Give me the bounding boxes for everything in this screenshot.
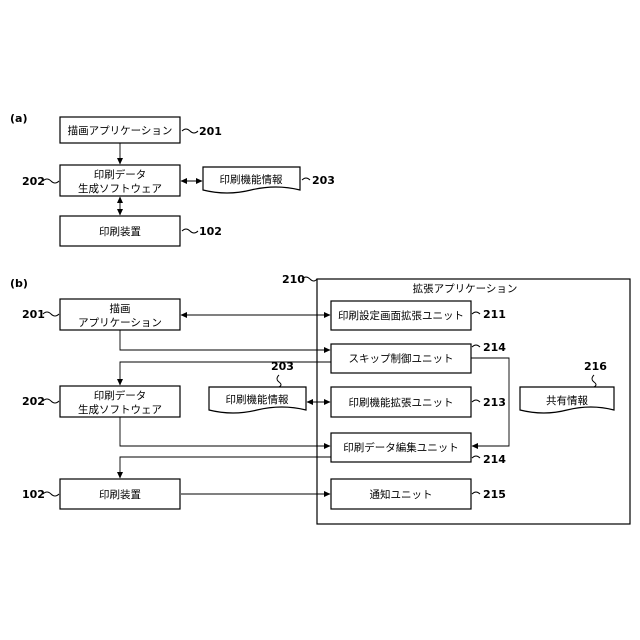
ref-leader-102-a xyxy=(182,229,198,233)
arrow-skip-control-to-202 xyxy=(120,362,331,385)
drawing-app-box-b: 描画 アプリケーション xyxy=(60,299,180,330)
skip-control-unit: スキップ制御ユニット xyxy=(331,344,471,373)
print-settings-ui-extension-unit: 印刷設定画面拡張ユニット xyxy=(331,301,471,330)
ref-215: 215 xyxy=(483,488,506,501)
printer-function-info-label-b: 印刷機能情報 xyxy=(226,393,289,406)
print-data-software-line2-b: 生成ソフトウェア xyxy=(78,403,162,416)
drawing-app-line1-b: 描画 xyxy=(110,302,131,315)
printer-function-info-doc-a: 印刷機能情報 xyxy=(203,167,300,193)
arrow-editing-to-102 xyxy=(120,457,331,478)
print-data-software-line2-a: 生成ソフトウェア xyxy=(78,182,162,195)
extension-app-title: 拡張アプリケーション xyxy=(413,282,518,295)
printer-function-info-doc-b: 印刷機能情報 xyxy=(209,387,306,413)
ref-leader-202-b xyxy=(43,399,59,403)
notification-label: 通知ユニット xyxy=(370,488,433,501)
ref-102-a: 102 xyxy=(199,225,222,238)
ref-202-a: 202 xyxy=(22,175,45,188)
drawing-app-label-a: 描画アプリケーション xyxy=(68,124,173,137)
print-data-software-line1-a: 印刷データ xyxy=(94,168,147,181)
ref-214-skip: 214 xyxy=(483,341,506,354)
skip-control-label: スキップ制御ユニット xyxy=(349,352,454,365)
printing-device-box-a: 印刷装置 xyxy=(60,216,180,246)
print-data-software-line1-b: 印刷データ xyxy=(94,389,147,402)
print-settings-ui-extension-label: 印刷設定画面拡張ユニット xyxy=(338,309,464,322)
shared-info-label: 共有情報 xyxy=(546,394,588,407)
printer-function-extension-label: 印刷機能拡張ユニット xyxy=(349,396,454,409)
print-data-editing-label: 印刷データ編集ユニット xyxy=(343,441,459,454)
drawing-app-box-a: 描画アプリケーション xyxy=(60,117,180,143)
notification-unit: 通知ユニット xyxy=(331,479,471,509)
printer-function-info-label-a: 印刷機能情報 xyxy=(220,173,283,186)
ref-leader-203-a xyxy=(302,178,310,180)
print-data-editing-unit: 印刷データ編集ユニット xyxy=(331,433,471,462)
panel-a-label: (a) xyxy=(10,112,27,125)
ref-216: 216 xyxy=(584,360,607,373)
arrow-202-to-editing xyxy=(120,417,330,446)
printing-device-label-a: 印刷装置 xyxy=(99,225,141,238)
panel-b-label: (b) xyxy=(10,277,28,290)
ref-203-a: 203 xyxy=(312,174,335,187)
ref-leader-201-a xyxy=(182,129,198,133)
ref-leader-201-b xyxy=(43,312,59,316)
ref-102-b: 102 xyxy=(22,488,45,501)
drawing-app-line2-b: アプリケーション xyxy=(78,317,162,329)
ref-202-b: 202 xyxy=(22,395,45,408)
print-data-software-box-a: 印刷データ 生成ソフトウェア xyxy=(60,165,180,196)
printing-device-label-b: 印刷装置 xyxy=(99,488,141,501)
printer-function-extension-unit: 印刷機能拡張ユニット xyxy=(331,387,471,417)
print-data-software-box-b: 印刷データ 生成ソフトウェア xyxy=(60,386,180,417)
ref-211: 211 xyxy=(483,308,506,321)
ref-210: 210 xyxy=(282,273,305,286)
ref-201-b: 201 xyxy=(22,308,45,321)
ref-leader-102-b xyxy=(43,492,59,496)
ref-leader-203-b xyxy=(277,375,281,387)
printing-device-box-b: 印刷装置 xyxy=(60,479,180,509)
ref-leader-202-a xyxy=(43,179,59,183)
ref-213: 213 xyxy=(483,396,506,409)
ref-201-a: 201 xyxy=(199,125,222,138)
arrow-201-to-skip-control xyxy=(120,330,330,350)
ref-214-edit: 214 xyxy=(483,453,506,466)
